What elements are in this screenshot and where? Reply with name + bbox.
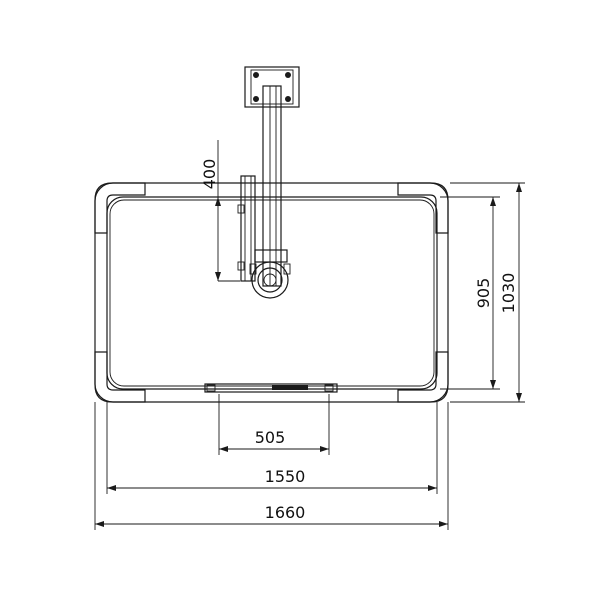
- dimension-1550: 1550: [106, 402, 438, 494]
- side-arm: [237, 175, 256, 282]
- dimension-label-905: 905: [474, 278, 493, 309]
- dimension-label-505: 505: [255, 428, 286, 447]
- dimension-1030: 1030: [450, 182, 525, 403]
- bottom-rail: [204, 383, 338, 393]
- dimension-label-1660: 1660: [265, 503, 306, 522]
- dimension-505: 505: [218, 394, 330, 455]
- corner-bracket-bottom-right: [397, 351, 449, 403]
- dimension-905: 905: [440, 196, 500, 390]
- boom-head: [249, 249, 291, 299]
- dimension-label-1030: 1030: [499, 273, 518, 314]
- vertical-boom: [262, 85, 282, 287]
- ceiling-mount-plate: [244, 66, 300, 108]
- dimension-label-1550: 1550: [265, 467, 306, 486]
- corner-bracket-top-left: [94, 182, 146, 234]
- dimension-1660: 1660: [94, 402, 449, 530]
- dimension-label-400: 400: [200, 159, 219, 190]
- corner-bracket-top-right: [397, 182, 449, 234]
- corner-bracket-bottom-left: [94, 351, 146, 403]
- dimension-400: 400: [200, 140, 240, 282]
